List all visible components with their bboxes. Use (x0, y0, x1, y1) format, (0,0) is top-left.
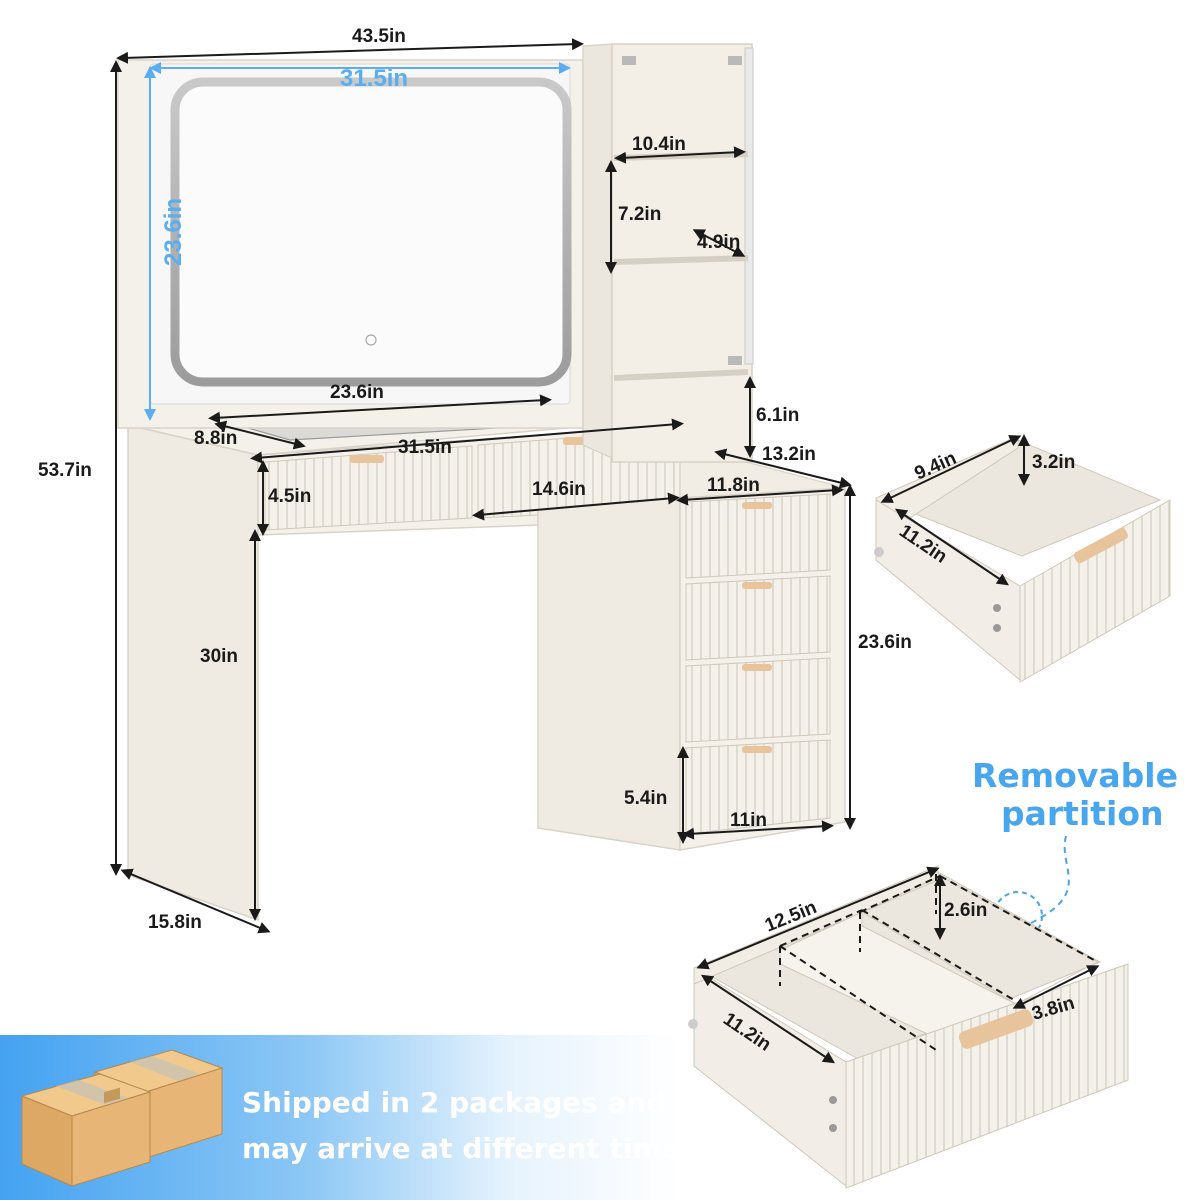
hinge-icon (622, 56, 636, 65)
wheel-icon (874, 547, 884, 557)
drawer-handle (742, 582, 772, 589)
cabinet-gap-label: 6.1in (756, 405, 799, 426)
partition-drawer-height-label: 2.6in (944, 900, 987, 921)
shelf-width-label: 10.4in (632, 134, 686, 155)
box-icon (20, 1073, 152, 1187)
shelf-depth-label: 4.9in (697, 232, 740, 253)
cabinet-width-label: 11.8in (707, 475, 760, 496)
screw-icon (829, 1124, 837, 1132)
drawer-handle (742, 502, 772, 509)
shelf (613, 369, 749, 381)
drawer-handle (1073, 528, 1128, 564)
mirror-width-label: 31.5in (340, 65, 408, 92)
small-drawer-height-label: 3.2in (1032, 452, 1075, 473)
shelf-unit-side (582, 43, 613, 459)
partition-callout-line2: partition (1001, 794, 1164, 833)
left-side-panel (127, 424, 259, 922)
side-drawer-height-label: 5.4in (624, 788, 667, 809)
shipping-line2: may arrive at different times (242, 1132, 697, 1165)
drawer-handle (350, 455, 384, 463)
shelf-glass-door (744, 47, 754, 365)
mirror-dimension-lines (144, 62, 571, 421)
callout-dashed-line (947, 835, 1070, 953)
shipping-line1: Shipped in 2 packages and (242, 1086, 666, 1119)
side-drawer-width-label: 11in (730, 810, 767, 831)
cabinet-drawer (685, 575, 831, 661)
shelf-unit (611, 43, 753, 463)
desk-depth-label: 15.8in (148, 912, 202, 933)
wheel-icon (688, 1019, 698, 1029)
knee-height-label: 30in (200, 646, 238, 667)
desktop-width-label: 31.5in (398, 437, 452, 458)
touch-button-icon (365, 334, 377, 346)
dimension-lines (110, 38, 856, 934)
hinge-icon (728, 356, 742, 365)
drawer-height-label: 4.5in (268, 486, 311, 507)
screw-icon (993, 624, 1001, 632)
mirror-height-label: 23.6in (160, 198, 187, 266)
tray-width-label: 23.6in (330, 382, 384, 403)
led-mirror (170, 77, 572, 387)
drawer-handle (742, 746, 772, 753)
shelf-height-label: 7.2in (618, 204, 661, 225)
screw-icon (829, 1096, 837, 1104)
total-height-label: 53.7in (38, 460, 92, 481)
overall-width-label: 43.5in (352, 26, 406, 47)
partition-drawer-dimension-lines (696, 866, 1100, 1064)
hinge-icon (728, 56, 742, 65)
cabinet-drawer (685, 657, 831, 743)
screw-icon (993, 604, 1001, 612)
tray-depth-label: 8.8in (194, 428, 237, 449)
small-drawer-dimension-lines (880, 434, 1030, 586)
drawer-handle (742, 664, 772, 671)
cabinet-depth-label: 13.2in (762, 444, 816, 465)
cabinet-height-label: 23.6in (858, 632, 912, 653)
drawer-width-label: 14.6in (532, 479, 586, 500)
shelf (613, 255, 749, 265)
partition-callout-line1: Removable (972, 756, 1178, 795)
drawer-handle (958, 1009, 1034, 1049)
